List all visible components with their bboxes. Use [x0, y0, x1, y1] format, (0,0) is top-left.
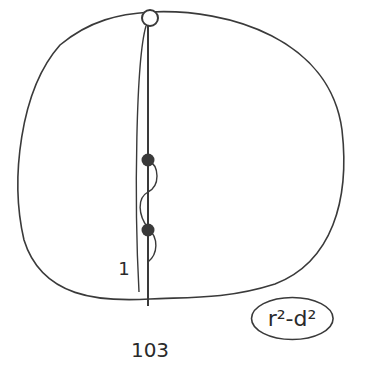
- sketch-label: 1: [118, 258, 129, 279]
- oval-shape: [251, 297, 333, 339]
- filled-point: [142, 224, 155, 237]
- oval-note: r²-d²: [250, 296, 335, 341]
- curl-line: [140, 160, 157, 262]
- formula-text: r²-d²: [268, 306, 317, 331]
- open-point: [142, 10, 158, 26]
- outer-outline: [18, 12, 344, 300]
- sketch-label: 103: [131, 338, 169, 362]
- filled-point: [142, 154, 155, 167]
